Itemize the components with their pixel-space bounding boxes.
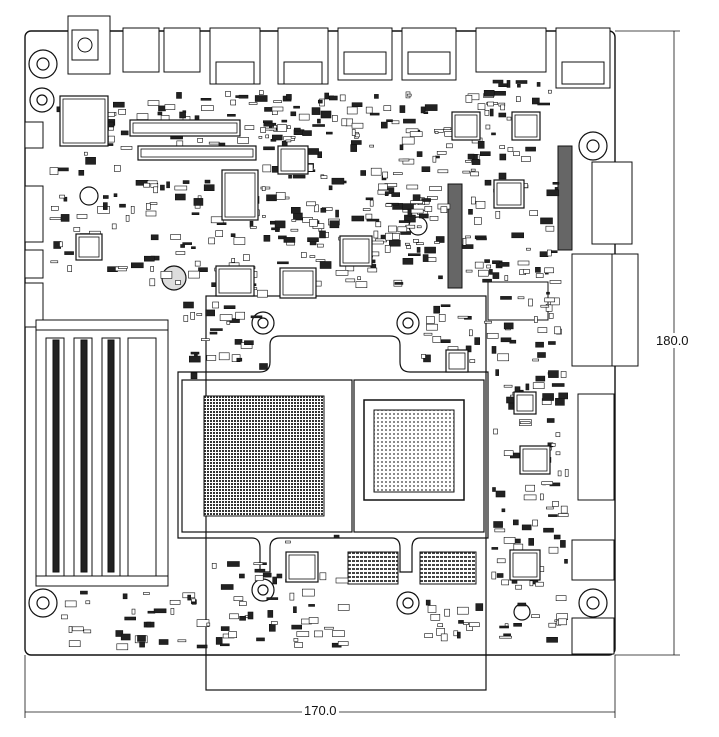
board-components (49, 79, 569, 651)
left-edge-headers (24, 121, 44, 328)
height-dimension-label: 180.0 (654, 333, 691, 348)
cpu-chip (203, 395, 325, 517)
pch-chip (373, 409, 455, 493)
width-dimension-label: 170.0 (302, 703, 339, 718)
memory-chip-2 (419, 551, 477, 585)
memory-chip-1 (347, 551, 399, 585)
memory-slots (35, 319, 169, 587)
rear-io-connectors (67, 15, 611, 89)
right-side-headers (447, 145, 639, 655)
